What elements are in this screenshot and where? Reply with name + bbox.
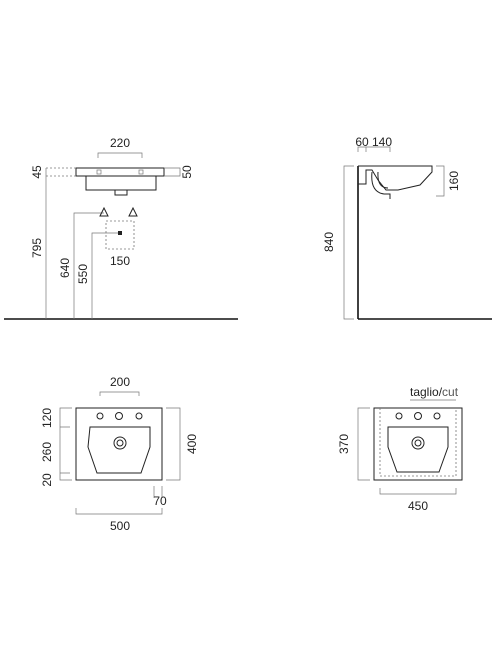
dim-50-label: 50 [180, 165, 194, 179]
dim-400-label: 400 [185, 434, 199, 454]
dim-200-line [99, 391, 140, 396]
dim-370-line [357, 407, 370, 481]
cut-dashed-line [379, 408, 457, 477]
dim-450-line [379, 488, 457, 495]
cut-drain-outer-icon [411, 436, 425, 450]
dim-260-label: 260 [40, 442, 54, 462]
side-view: 60 140 160 840 [322, 135, 492, 320]
dim-450-label: 450 [408, 499, 428, 513]
basin-outline [75, 407, 163, 481]
dim-160-line [436, 165, 445, 197]
dim-left-stack-line [59, 407, 72, 481]
cut-bowl-outline [387, 426, 449, 473]
top-view: 200 120 260 20 400 70 500 [40, 375, 199, 533]
dim-50-line [164, 167, 181, 177]
cut-label-sub: cut [442, 385, 459, 399]
cut-tap-hole-center-icon [414, 412, 422, 420]
dim-550-line [91, 232, 118, 319]
dim-500-line [75, 508, 163, 515]
dim-60-label: 60 [355, 135, 369, 149]
cut-drain-inner-icon [414, 439, 422, 447]
dim-150-label: 150 [110, 254, 130, 268]
basin-top-slab [75, 167, 165, 177]
siphon-trap [371, 171, 391, 199]
dim-140-label: 140 [372, 135, 392, 149]
cut-label: taglio/cut [410, 385, 459, 399]
drain-inner-icon [116, 439, 124, 447]
dim-60-140-line [357, 146, 391, 152]
dim-160-label: 160 [447, 171, 461, 191]
tap-hole-left [96, 169, 102, 175]
dim-550-label: 550 [76, 264, 90, 284]
dim-70-line [153, 486, 163, 498]
dim-840-label: 840 [322, 232, 336, 252]
drain-stub [114, 189, 128, 196]
dim-220-label: 220 [110, 136, 130, 150]
tap-hole-right-icon [135, 412, 143, 420]
dim-400-line [166, 407, 181, 481]
tap-hole-left-icon [96, 412, 104, 420]
tap-hole-center-icon [115, 412, 123, 420]
dim-370-label: 370 [337, 434, 351, 454]
basin-bowl [85, 176, 157, 191]
supply-valve-left-icon [99, 206, 109, 217]
dim-795-label: 795 [30, 238, 44, 258]
drain-point-icon [118, 231, 122, 235]
dim-70-label: 70 [153, 494, 167, 508]
cut-label-main: taglio/ [410, 385, 443, 399]
dim-20-label: 20 [40, 473, 54, 487]
cut-view: taglio/cut 370 450 [337, 385, 463, 513]
drain-outer-icon [113, 436, 127, 450]
dim-640-line [73, 212, 104, 319]
cut-tap-hole-left-icon [395, 412, 403, 420]
dim-200-label: 200 [110, 375, 130, 389]
drain-box [105, 220, 135, 250]
cut-outline [373, 407, 463, 481]
dim-220-line [97, 152, 143, 158]
dim-45-label: 45 [30, 165, 44, 179]
dim-120-label: 120 [40, 408, 54, 428]
dim-640-label: 640 [58, 258, 72, 278]
front-view: 220 45 50 795 640 550 150 [4, 136, 238, 320]
cut-tap-hole-right-icon [433, 412, 441, 420]
supply-valve-right-icon [128, 206, 138, 217]
tap-hole-right [138, 169, 144, 175]
basin-bowl-outline [87, 426, 151, 474]
basin-profile [358, 165, 433, 191]
dim-840-line [343, 165, 354, 320]
dim-500-label: 500 [110, 519, 130, 533]
